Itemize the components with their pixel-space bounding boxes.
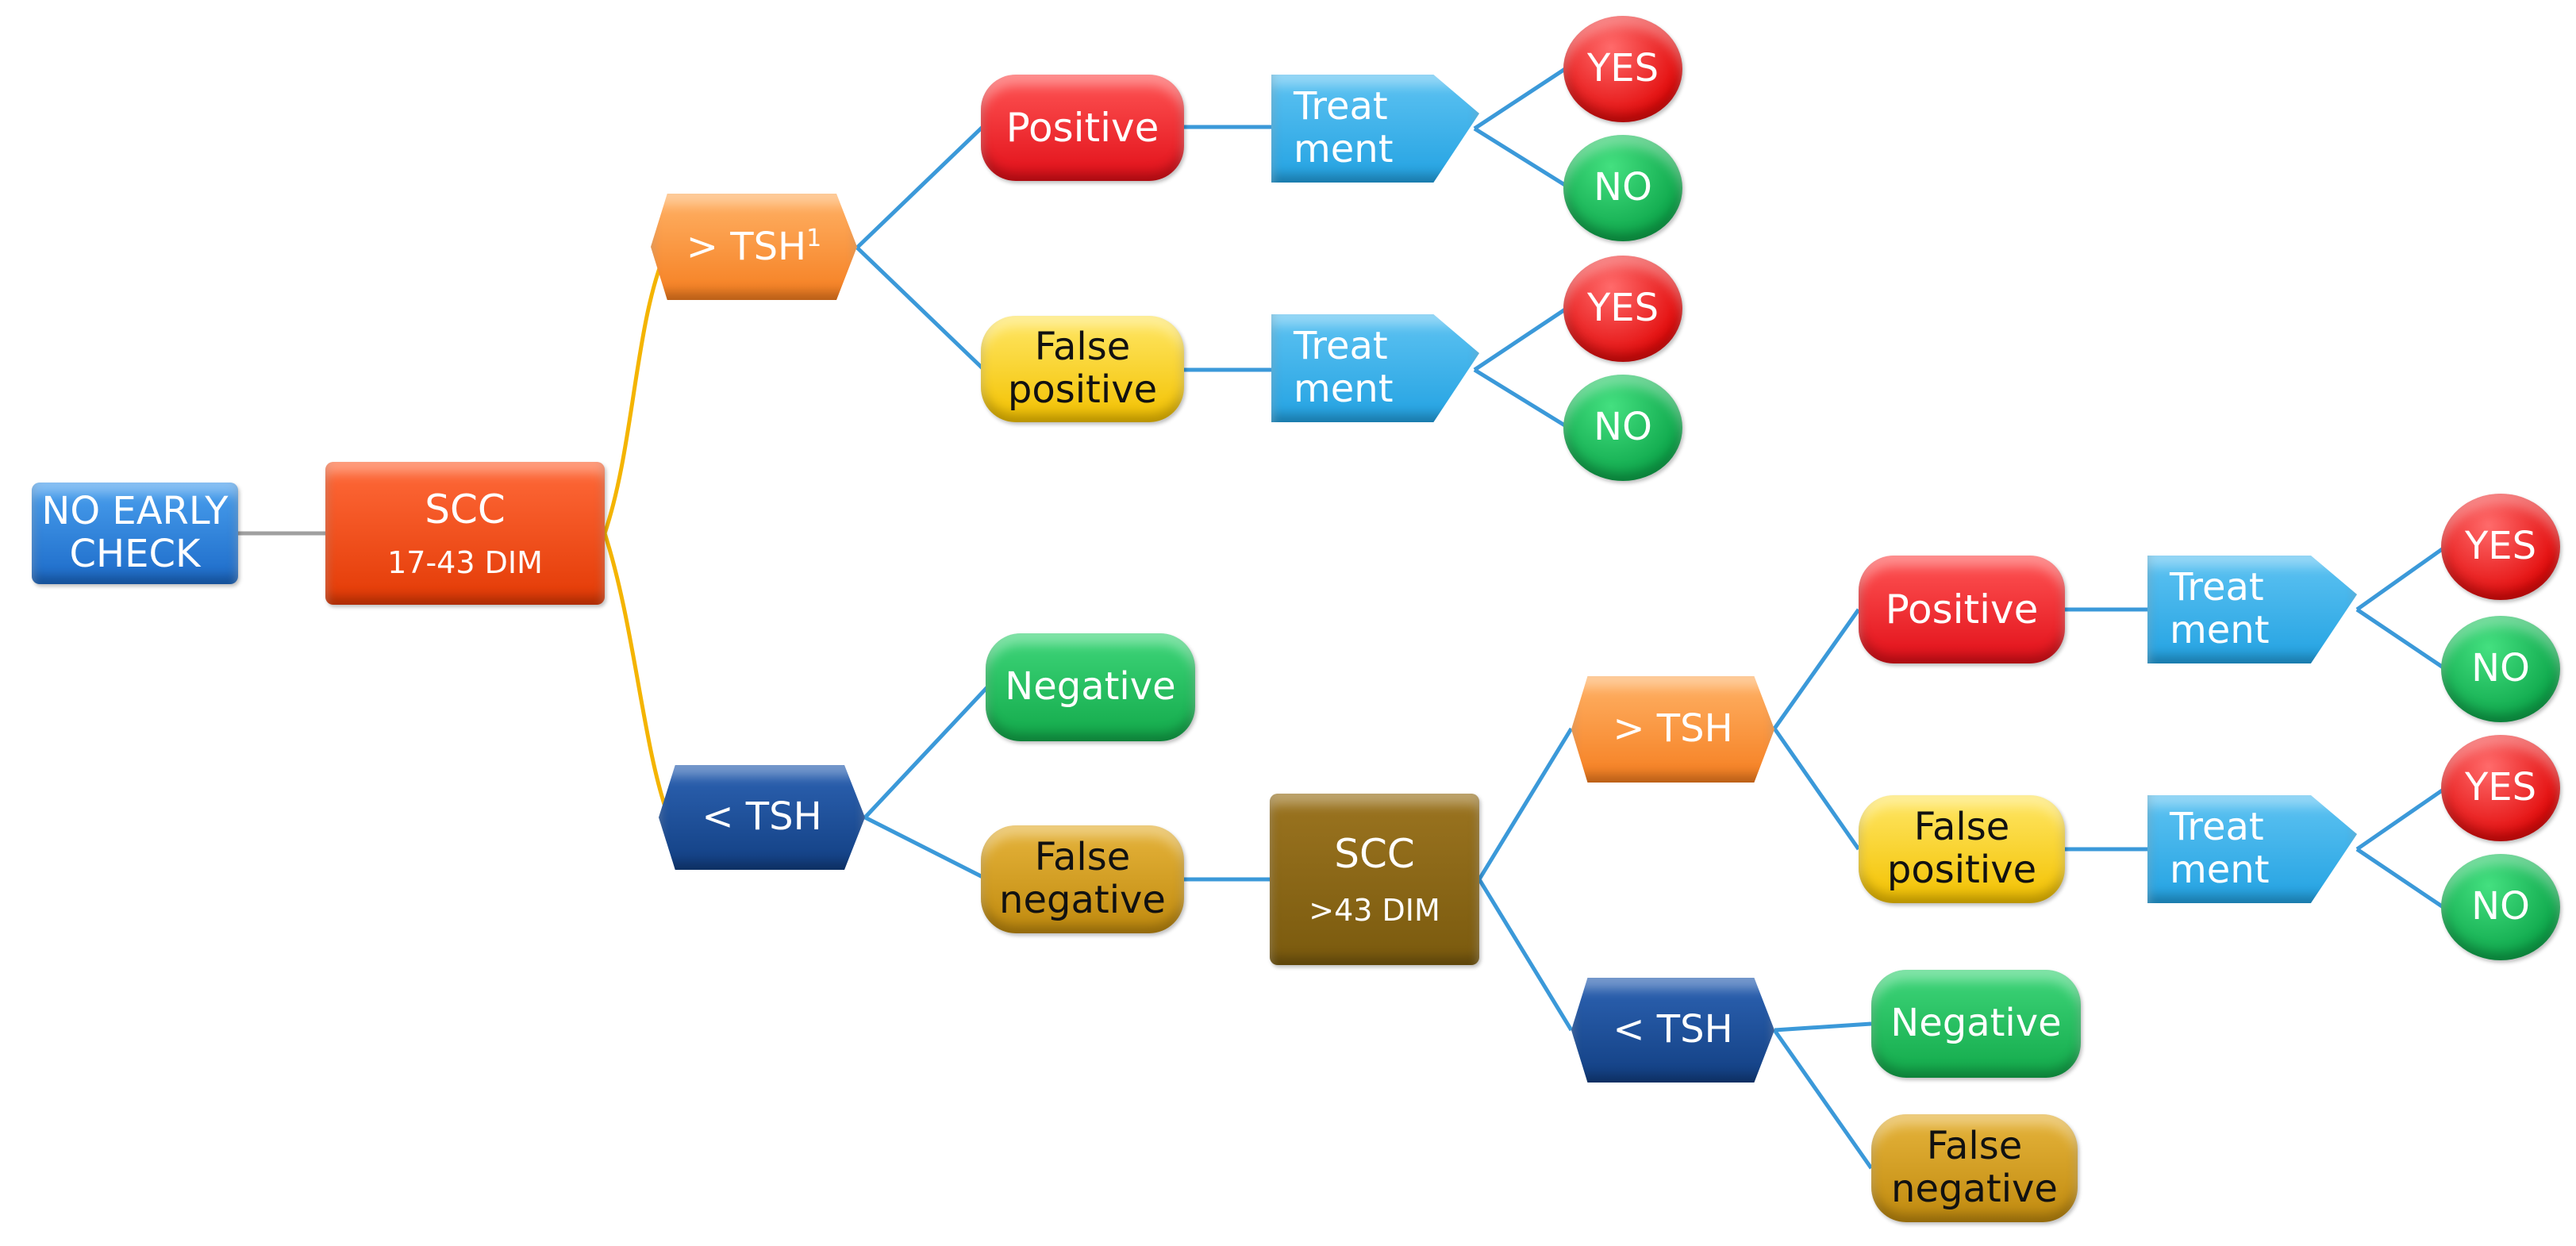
- false-positive-1-line2: positive: [1007, 367, 1158, 412]
- no-1-label: NO: [1594, 165, 1652, 210]
- false-positive-node-1: False positive: [981, 316, 1184, 422]
- negative-2-label: Negative: [1890, 1001, 2062, 1046]
- false-negative-2-line2: negative: [1891, 1167, 2058, 1211]
- connector-treatment-4-yes: [2355, 786, 2446, 852]
- connector-tsh-low-false-negative: [863, 815, 989, 882]
- treatment-4-line1: Treat: [2170, 805, 2264, 850]
- no-2-label: NO: [1594, 405, 1652, 450]
- connector-scc1-tsh-high: [602, 244, 671, 534]
- no-early-check-line1: NO EARLY: [41, 489, 229, 534]
- false-negative-node-2: False negative: [1871, 1114, 2078, 1222]
- treatment-node-1: Treat ment: [1271, 75, 1479, 183]
- treatment-1-line2: ment: [1294, 127, 1394, 171]
- connector-scc1-tsh-low: [602, 533, 671, 817]
- no-early-check-node: NO EARLY CHECK: [32, 483, 238, 584]
- tsh-high-1-label-wrap: > TSH1: [686, 225, 821, 269]
- yes-1-label: YES: [1586, 46, 1659, 91]
- negative-node-1: Negative: [986, 633, 1195, 741]
- negative-node-2: Negative: [1871, 970, 2081, 1078]
- connector-scc2-tsh-low: [1477, 878, 1574, 1032]
- false-positive-2-line1: False: [1913, 805, 2010, 850]
- false-negative-node-1: False negative: [981, 825, 1184, 933]
- yes-3-label: YES: [2464, 524, 2537, 569]
- scc-over-43-dim-node: SCC >43 DIM: [1270, 794, 1479, 965]
- positive-2-label: Positive: [1885, 586, 2039, 633]
- connector-tsh-high2-false-positive: [1772, 727, 1861, 851]
- false-positive-node-2: False positive: [1859, 795, 2065, 903]
- tsh-low-2-label: < TSH: [1613, 1007, 1733, 1052]
- yes-node-4: YES: [2441, 735, 2560, 841]
- connector-tsh-low-negative: [863, 686, 989, 819]
- connector-treatment-2-yes: [1473, 306, 1569, 372]
- connector-scc2-tsh-high: [1477, 727, 1574, 881]
- tsh-high-node-1: > TSH1: [651, 194, 857, 300]
- connector-tsh-low2-false-negative: [1772, 1029, 1874, 1170]
- tsh-high-1-superscript: 1: [806, 224, 822, 252]
- tsh-high-node-2: > TSH: [1571, 676, 1774, 783]
- treatment-4-line2: ment: [2170, 848, 2270, 892]
- tsh-low-node-2: < TSH: [1571, 978, 1774, 1083]
- connector-treatment-1-no: [1473, 126, 1569, 189]
- treatment-3-line1: Treat: [2170, 565, 2264, 610]
- tsh-low-node-1: < TSH: [659, 765, 865, 870]
- false-positive-1-line1: False: [1034, 325, 1131, 370]
- no-early-check-line2: CHECK: [69, 532, 201, 576]
- connector-treatment-2-no: [1473, 367, 1569, 429]
- false-positive-2-line2: positive: [1886, 848, 2037, 892]
- connector-treatment-1-yes: [1473, 65, 1569, 131]
- no-node-1: NO: [1563, 135, 1682, 241]
- no-4-label: NO: [2471, 884, 2530, 929]
- treatment-node-4: Treat ment: [2147, 795, 2357, 903]
- scc1-subtitle: 17-43 DIM: [387, 544, 543, 580]
- positive-1-label: Positive: [1005, 105, 1159, 151]
- scc1-title: SCC: [425, 486, 506, 533]
- positive-node-2: Positive: [1859, 556, 2065, 663]
- yes-node-2: YES: [1563, 256, 1682, 362]
- scc-17-43-dim-node: SCC 17-43 DIM: [325, 462, 605, 605]
- no-3-label: NO: [2471, 646, 2530, 691]
- yes-2-label: YES: [1586, 286, 1659, 331]
- connector-treatment-4-no: [2355, 847, 2446, 910]
- positive-node-1: Positive: [981, 75, 1184, 181]
- treatment-2-line1: Treat: [1294, 324, 1388, 369]
- connector-treatment-3-yes: [2355, 545, 2446, 612]
- treatment-node-3: Treat ment: [2147, 556, 2357, 663]
- yes-4-label: YES: [2464, 765, 2537, 810]
- connector-treatment-3-no: [2355, 607, 2446, 671]
- connector-tsh-high-false-positive: [855, 246, 984, 370]
- connector-tsh-low2-negative: [1774, 1021, 1872, 1033]
- treatment-1-line1: Treat: [1294, 84, 1388, 129]
- negative-1-label: Negative: [1005, 664, 1176, 710]
- connector-tsh-high2-positive: [1772, 608, 1861, 730]
- false-negative-1-line1: False: [1034, 835, 1131, 880]
- false-negative-2-line1: False: [1926, 1124, 2023, 1169]
- treatment-node-2: Treat ment: [1271, 314, 1479, 422]
- false-negative-1-line2: negative: [999, 878, 1166, 922]
- scc2-title: SCC: [1334, 830, 1415, 877]
- treatment-2-line2: ment: [1294, 367, 1394, 411]
- no-node-3: NO: [2441, 616, 2560, 722]
- tsh-high-2-label: > TSH: [1613, 706, 1733, 752]
- connector-tsh-high-positive: [855, 125, 984, 249]
- tsh-high-1-label: > TSH: [686, 224, 807, 269]
- no-node-4: NO: [2441, 854, 2560, 960]
- yes-node-1: YES: [1563, 16, 1682, 122]
- treatment-3-line2: ment: [2170, 608, 2270, 652]
- no-node-2: NO: [1563, 375, 1682, 481]
- tsh-low-1-label: < TSH: [702, 794, 822, 840]
- scc2-subtitle: >43 DIM: [1309, 892, 1440, 928]
- yes-node-3: YES: [2441, 494, 2560, 600]
